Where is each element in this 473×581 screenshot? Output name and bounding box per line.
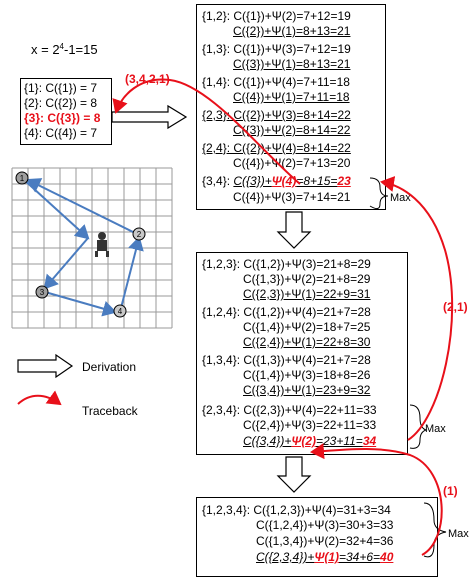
s2-line: {2,3}: C({2})+Ψ(3)=8+14=22 bbox=[202, 108, 351, 122]
initial-cost-box bbox=[20, 78, 112, 145]
node-label: 4 bbox=[118, 307, 123, 316]
traceback-label-1: (1) bbox=[443, 484, 458, 498]
stage3-box bbox=[196, 252, 408, 455]
max-braces bbox=[369, 177, 447, 558]
node-label: 1 bbox=[20, 174, 25, 183]
grid bbox=[11, 167, 173, 329]
s2-line: C({3})+Ψ(2)=8+14=22 bbox=[233, 123, 351, 137]
node-1 bbox=[15, 171, 29, 185]
legend-derivation-arrow bbox=[17, 353, 74, 379]
s2-line: C({4})+Ψ(3)=7+14=21 bbox=[233, 190, 351, 204]
graph-nodes bbox=[15, 171, 146, 318]
s3-line: C({3,4})+Ψ(1)=23+9=32 bbox=[243, 383, 371, 397]
graph-node-labels: 1 2 3 4 bbox=[20, 174, 142, 316]
max-label-2: Max bbox=[425, 423, 446, 435]
s3-line: C({1,3})+Ψ(2)=21+8=29 bbox=[243, 272, 371, 286]
node-label: 2 bbox=[137, 230, 142, 239]
stage4-box bbox=[196, 497, 438, 577]
s2-line: {1,4}: C({1})+Ψ(4)=7+11=18 bbox=[202, 75, 350, 89]
max-label-3: Max bbox=[448, 528, 469, 540]
s4-line: C({1,2,4})+Ψ(3)=30+3=33 bbox=[256, 518, 394, 532]
s2-line: C({4})+Ψ(1)=7+11=18 bbox=[233, 90, 350, 104]
s3-line: C({2,3})+Ψ(1)=22+9=31 bbox=[243, 287, 371, 301]
init-row-3-highlighted: {3}: C({3}) = 8 bbox=[24, 111, 101, 125]
traceback-label-3421: (3,4,2,1) bbox=[125, 72, 170, 86]
s2-line: C({2})+Ψ(1)=8+13=21 bbox=[233, 24, 351, 38]
max-label-1: Max bbox=[390, 192, 411, 204]
derivation-arrow-right bbox=[111, 104, 188, 130]
init-row-2: {2}: C({2}) = 8 bbox=[24, 96, 98, 110]
robot-icon bbox=[95, 232, 109, 257]
legend-traceback-label: Traceback bbox=[82, 404, 138, 418]
s3-line: {1,2,3}: C({1,2})+Ψ(3)=21+8=29 bbox=[202, 257, 371, 271]
s3-line: {1,2,4}: C({1,2})+Ψ(4)=21+7=28 bbox=[202, 305, 371, 319]
s2-line: C({3})+Ψ(1)=8+13=21 bbox=[233, 57, 351, 71]
s2-line: C({4})+Ψ(2)=7+13=20 bbox=[233, 156, 351, 170]
s4-line: C({1,3,4})+Ψ(2)=32+4=36 bbox=[256, 534, 394, 548]
s3-line: C({1,4})+Ψ(2)=18+7=25 bbox=[243, 320, 371, 334]
s3-line: {2,3,4}: C({2,3})+Ψ(4)=22+11=33 bbox=[202, 403, 377, 417]
s4-line: {1,2,3,4}: C({1,2,3})+Ψ(4)=31+3=34 bbox=[202, 503, 391, 517]
node-label: 3 bbox=[40, 288, 45, 297]
s3-line: C({1,4})+Ψ(3)=18+8=26 bbox=[243, 368, 371, 382]
tour-arrows bbox=[21, 177, 144, 317]
s2-line: {1,3}: C({1})+Ψ(3)=7+12=19 bbox=[202, 42, 351, 56]
derivation-arrow-down-1 bbox=[276, 211, 312, 249]
traceback-curves bbox=[17, 78, 454, 556]
legend-derivation-label: Derivation bbox=[82, 360, 137, 374]
s4-selected-line: C({2,3,4})+Ψ(1)=34+6=40 bbox=[256, 550, 394, 564]
node-3 bbox=[35, 285, 49, 299]
s3-line: C({2,4})+Ψ(3)=22+11=33 bbox=[243, 418, 377, 432]
node-4 bbox=[113, 304, 127, 318]
formula: x = 24-1=15 bbox=[31, 42, 98, 57]
s2-line: {1,2}: C({1})+Ψ(2)=7+12=19 bbox=[202, 9, 351, 23]
traceback-label-21: (2,1) bbox=[443, 300, 468, 314]
s3-selected-line: C({3,4})+Ψ(2)=23+11=34 bbox=[243, 434, 377, 448]
init-row-4: {4}: C({4}) = 7 bbox=[24, 126, 98, 140]
s2-selected-line: {3,4}: C({3})+Ψ(4)=8+15=23 bbox=[202, 174, 351, 188]
s2-line: {2,4}: C({2})+Ψ(4)=8+14=22 bbox=[202, 141, 351, 155]
init-row-1: {1}: C({1}) = 7 bbox=[24, 81, 98, 95]
derivation-arrows bbox=[17, 104, 312, 493]
s3-line: {1,3,4}: C({1,3})+Ψ(4)=21+7=28 bbox=[202, 353, 371, 367]
node-2 bbox=[132, 227, 146, 241]
derivation-arrow-down-2 bbox=[276, 456, 312, 493]
s3-line: C({2,4})+Ψ(1)=22+8=30 bbox=[243, 335, 371, 349]
